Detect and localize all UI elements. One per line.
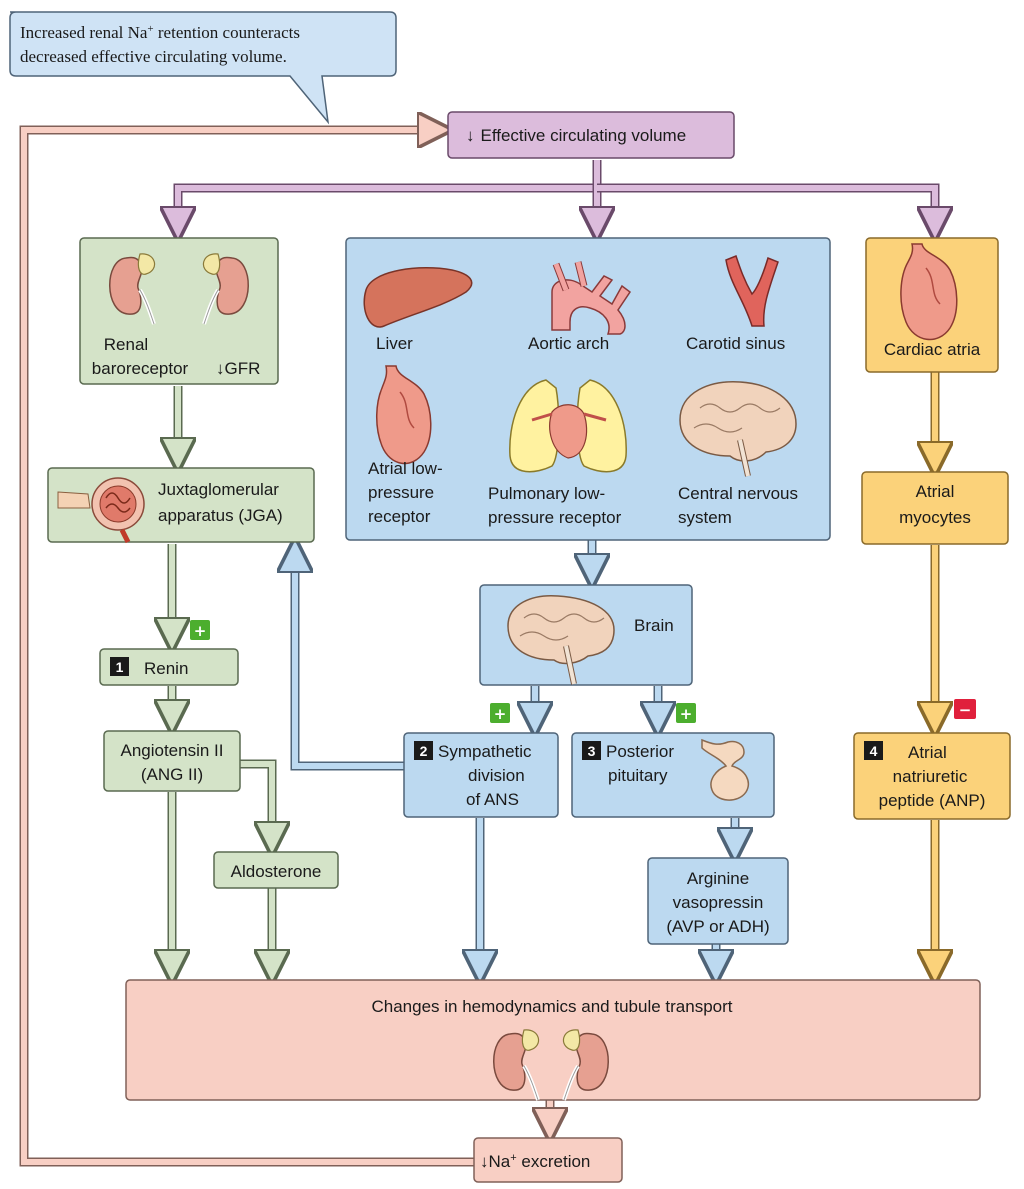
pituitary-number-badge — [582, 741, 601, 760]
angiotensin-label-2: (ANG II) — [141, 765, 203, 784]
renal-baroreceptor-label-1: Renal — [104, 335, 148, 354]
aortic-arch-icon — [551, 261, 632, 335]
green-connectors — [172, 386, 272, 978]
purple-connectors — [178, 160, 935, 235]
gfr-label: ↓GFR — [216, 359, 260, 378]
liver-label: Liver — [376, 334, 413, 353]
changes-node: Changes in hemodynamics and tubule trans… — [125, 979, 981, 1101]
brain-icon — [679, 381, 797, 477]
svg-text:1: 1 — [116, 659, 124, 675]
aortic-arch-label: Aortic arch — [528, 334, 609, 353]
svg-text:+: + — [494, 705, 507, 723]
atrial-low-label-3: receptor — [368, 507, 431, 526]
effective-volume-node: ↓Effective circulating volume — [447, 111, 735, 159]
jga-label-2: apparatus (JGA) — [158, 506, 283, 525]
brain-icon — [507, 595, 615, 685]
atrial-myocytes-label-1: Atrial — [916, 482, 955, 501]
svg-text:2: 2 — [420, 743, 428, 759]
carotid-sinus-icon — [725, 255, 779, 327]
cns-label-2: system — [678, 508, 732, 527]
juxtaglomerular-icon — [57, 477, 145, 544]
pituitary-label-2: pituitary — [608, 766, 668, 785]
posterior-pituitary-node: 3 Posterior pituitary — [571, 732, 775, 818]
sympathetic-label-2: division — [468, 766, 525, 785]
renal-baroreceptor-node: Renal baroreceptor ↓GFR — [79, 237, 279, 385]
aldosterone-node: Aldosterone — [213, 851, 339, 889]
callout-line-2: decreased effective circulating volume. — [20, 47, 287, 66]
svg-text:+: + — [194, 622, 207, 640]
atrial-low-label-1: Atrial low- — [368, 459, 443, 478]
renin-node: 1 Renin — [99, 648, 239, 686]
renin-label: Renin — [144, 659, 188, 678]
pink-connectors — [19, 130, 550, 1167]
renin-number-badge — [110, 657, 129, 676]
callout-line-1: Increased renal Na+ retention counteract… — [20, 23, 300, 42]
brain-label: Brain — [634, 616, 674, 635]
connectors — [19, 130, 935, 1167]
anp-node: 4 Atrial natriuretic peptide (ANP) — [853, 732, 1011, 820]
angiotensin-node: Angiotensin II (ANG II) — [103, 730, 241, 792]
kidney-icon — [109, 253, 249, 325]
receptors-panel: Liver Aortic arch Carotid sinus Atrial l… — [345, 237, 831, 541]
na-excretion-node: ↓Na+ excretion — [473, 1137, 623, 1183]
callout: Increased renal Na+ retention counteract… — [9, 11, 397, 125]
pituitary-icon — [701, 738, 750, 801]
jga-label-1: Juxtaglomerular — [158, 480, 279, 499]
avp-node: Arginine vasopressin (AVP or ADH) — [647, 857, 789, 945]
cns-label-1: Central nervous — [678, 484, 798, 503]
plus-sign-sympathetic: + — [490, 703, 510, 723]
svg-text:4: 4 — [870, 743, 878, 759]
atrial-myocytes-label-2: myocytes — [899, 508, 971, 527]
svg-text:3: 3 — [588, 743, 596, 759]
anp-label-1: Atrial — [908, 743, 947, 762]
heart-icon — [376, 365, 432, 465]
sympathetic-label-3: of ANS — [466, 790, 519, 809]
angiotensin-label-1: Angiotensin II — [120, 741, 223, 760]
aldosterone-label: Aldosterone — [231, 862, 322, 881]
pulmonary-low-label-1: Pulmonary low- — [488, 484, 605, 503]
kidney-icon — [493, 1029, 609, 1101]
pituitary-label-1: Posterior — [606, 742, 674, 761]
brain-node: Brain — [479, 584, 693, 686]
plus-sign-renin: + — [190, 620, 210, 640]
changes-label: Changes in hemodynamics and tubule trans… — [372, 997, 733, 1016]
plus-sign-pituitary: + — [676, 703, 696, 723]
renal-baroreceptor-label-2: baroreceptor — [92, 359, 189, 378]
carotid-sinus-label: Carotid sinus — [686, 334, 785, 353]
svg-text:−: − — [959, 701, 972, 719]
anp-label-2: natriuretic — [893, 767, 968, 786]
avp-label-1: Arginine — [687, 869, 749, 888]
heart-icon — [900, 243, 958, 341]
anp-number-badge — [864, 741, 883, 760]
sympathetic-number-badge — [414, 741, 433, 760]
jga-node: Juxtaglomerular apparatus (JGA) — [47, 467, 315, 544]
minus-sign-anp: − — [954, 699, 976, 719]
sympathetic-label-1: Sympathetic — [438, 742, 532, 761]
pulmonary-low-label-2: pressure receptor — [488, 508, 622, 527]
atrial-myocytes-node: Atrial myocytes — [861, 471, 1009, 545]
effective-volume-label: ↓Effective circulating volume — [466, 126, 686, 145]
na-excretion-label: ↓Na+ excretion — [480, 1152, 590, 1171]
sympathetic-node: 2 Sympathetic division of ANS — [403, 732, 559, 818]
liver-icon — [363, 267, 473, 328]
cardiac-atria-node: Cardiac atria — [865, 237, 999, 373]
lungs-icon — [509, 379, 627, 473]
cardiac-atria-label: Cardiac atria — [884, 340, 981, 359]
svg-text:+: + — [680, 705, 693, 723]
atrial-low-label-2: pressure — [368, 483, 434, 502]
anp-label-3: peptide (ANP) — [879, 791, 986, 810]
blue-connectors — [295, 540, 735, 978]
avp-label-3: (AVP or ADH) — [666, 917, 769, 936]
avp-label-2: vasopressin — [673, 893, 764, 912]
